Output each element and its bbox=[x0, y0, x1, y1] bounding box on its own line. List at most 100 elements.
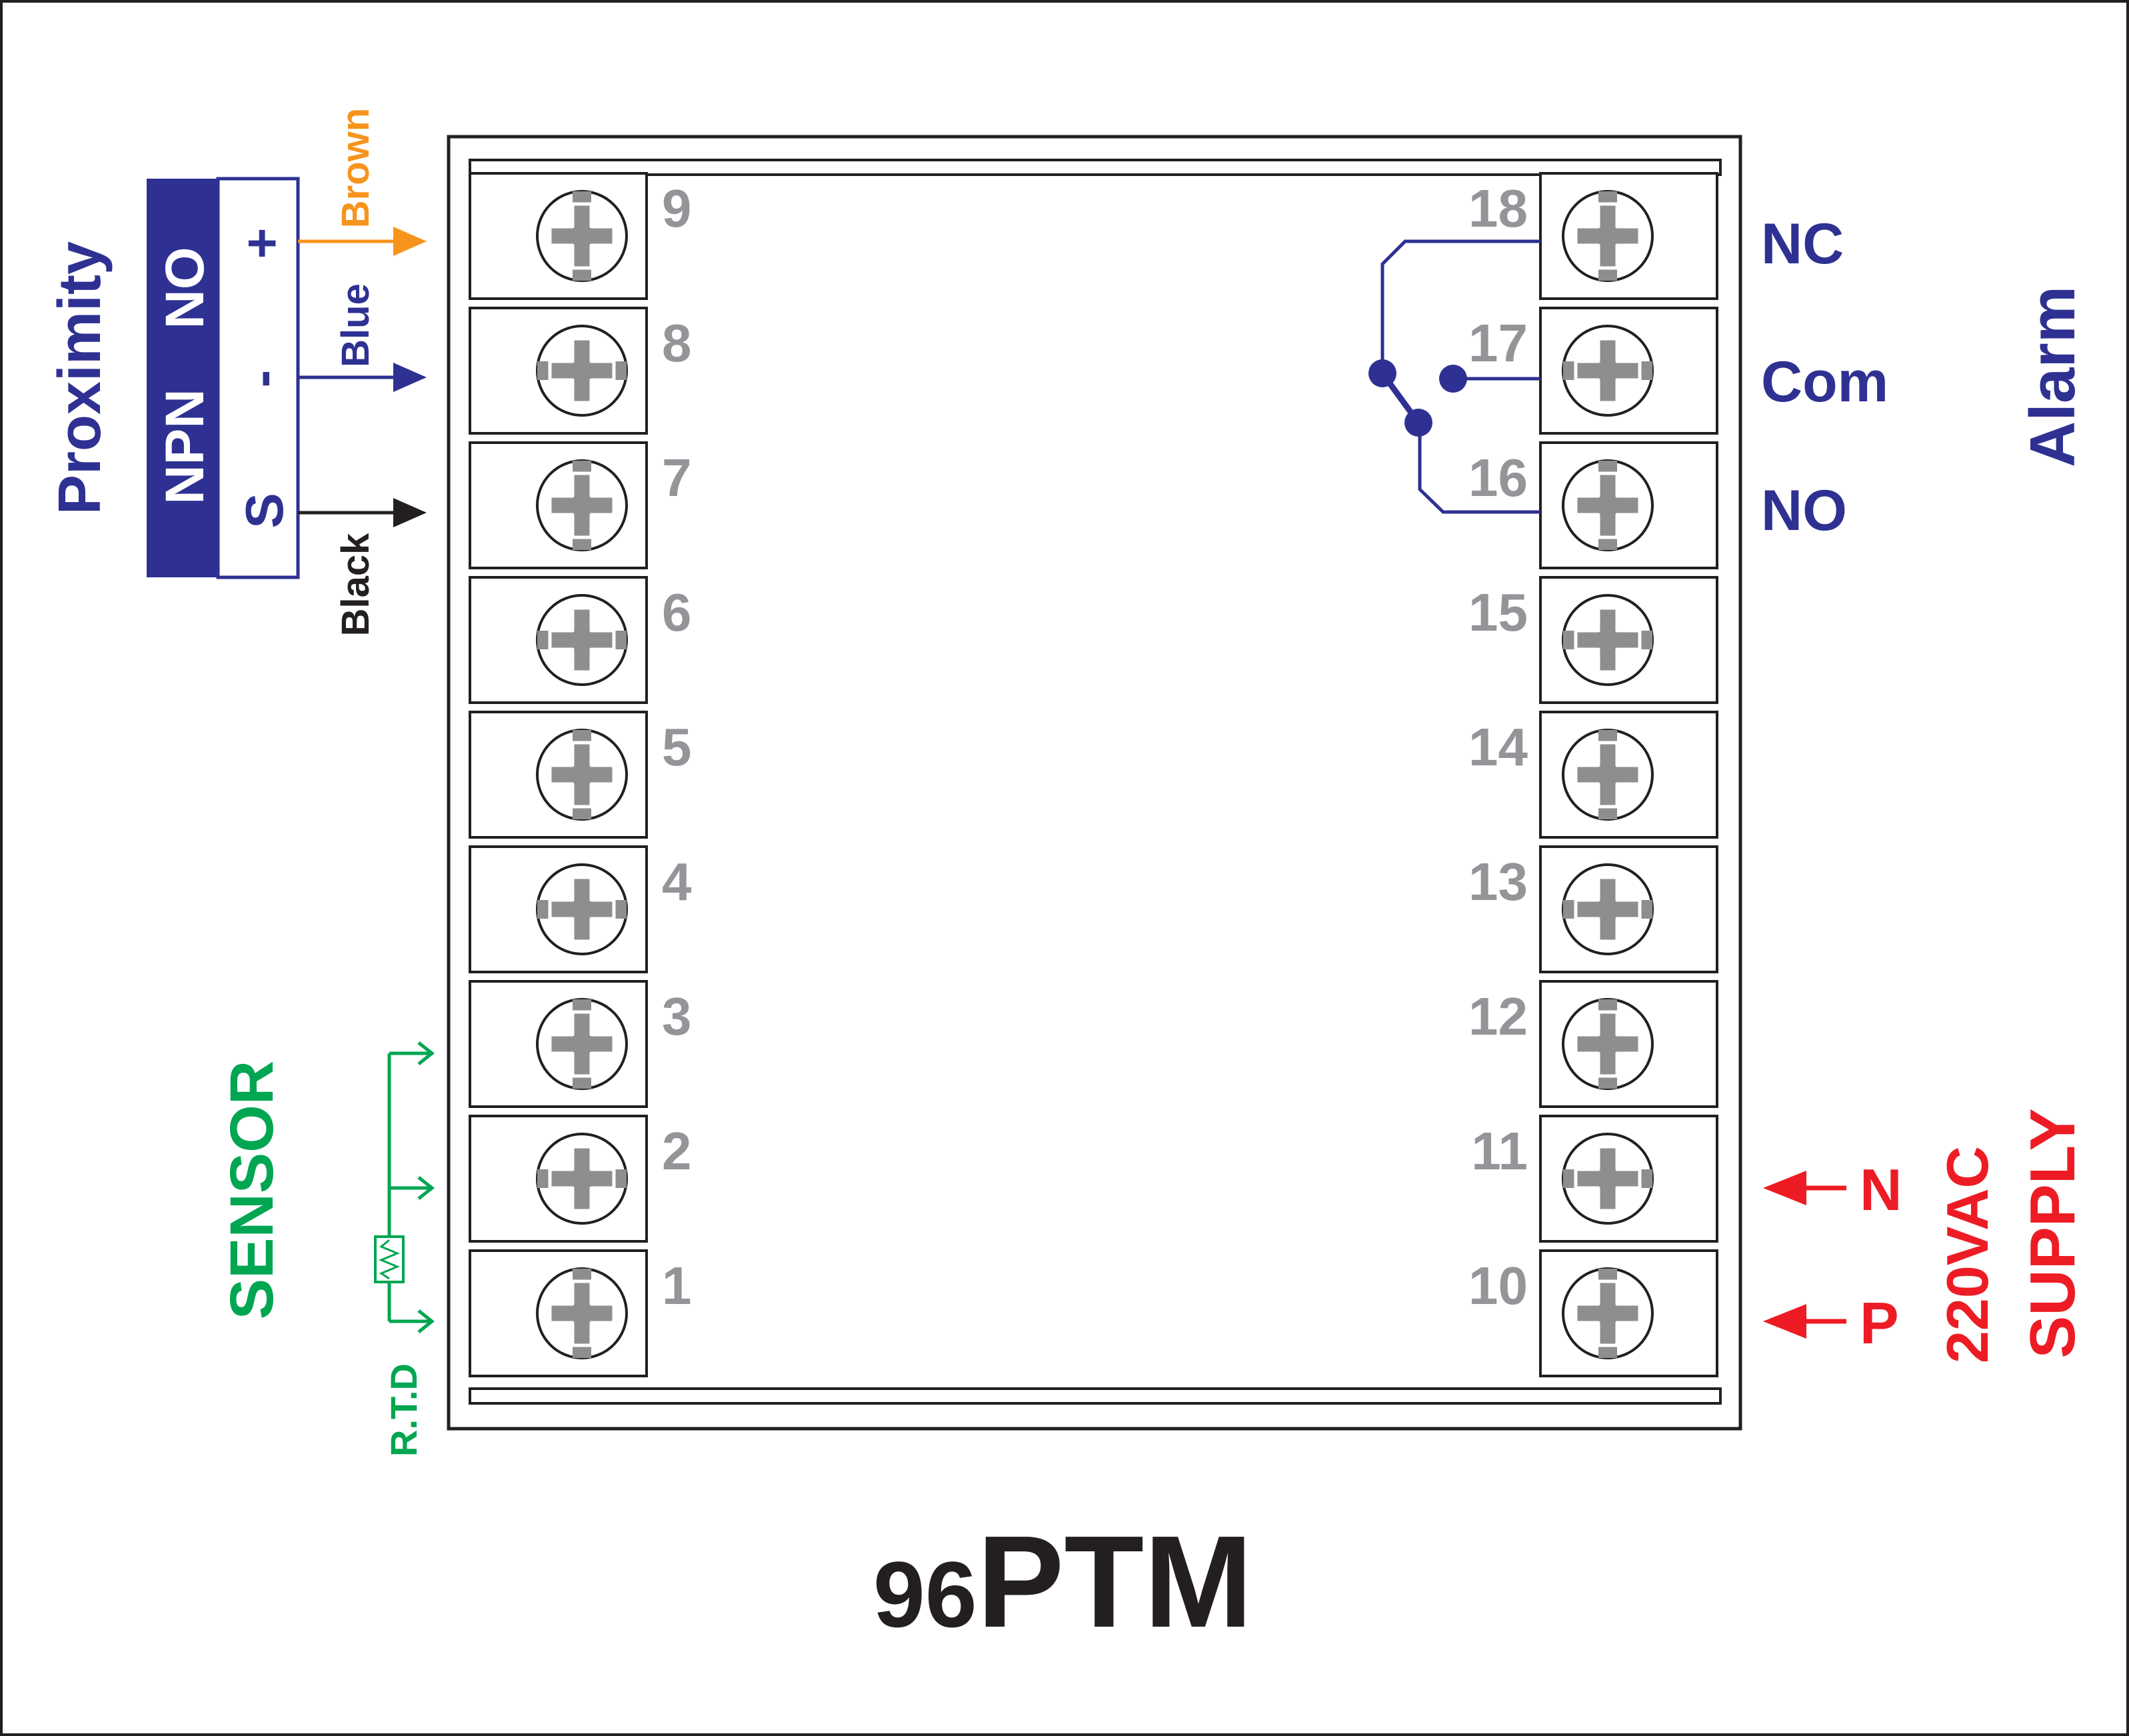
proximity-sensor: Proximity NO NPN + - S Brown Blue Black bbox=[47, 108, 427, 637]
nc-wire bbox=[1380, 239, 1540, 373]
terminal-number: 17 bbox=[1468, 313, 1528, 373]
terminal-number: 18 bbox=[1468, 179, 1528, 238]
screw-icon bbox=[1563, 999, 1652, 1089]
terminal-number: 13 bbox=[1468, 852, 1528, 911]
terminal-2: 2 bbox=[469, 1115, 692, 1243]
screw-icon bbox=[1563, 461, 1652, 550]
top-rail bbox=[469, 159, 1722, 176]
terminal-number: 5 bbox=[662, 717, 692, 777]
screw-icon bbox=[537, 191, 627, 281]
terminal-4: 4 bbox=[469, 845, 692, 973]
terminal-14: 14 bbox=[1468, 711, 1718, 839]
terminal-17: 17 bbox=[1468, 307, 1718, 435]
supply-label-p: P bbox=[1860, 1290, 1899, 1356]
supply-label-n: N bbox=[1860, 1157, 1902, 1223]
terminal-5: 5 bbox=[469, 711, 692, 839]
terminal-18: 18 bbox=[1468, 172, 1718, 300]
screw-icon bbox=[537, 461, 627, 550]
terminal-8: 8 bbox=[469, 307, 692, 435]
terminal-12: 12 bbox=[1468, 980, 1718, 1108]
sensor-title: SENSOR bbox=[218, 1061, 286, 1320]
sensor-type-label: R.T.D bbox=[383, 1363, 425, 1457]
terminal-number: 9 bbox=[662, 179, 692, 238]
proximity-type-no: NO bbox=[155, 247, 215, 329]
terminal-number: 4 bbox=[662, 852, 692, 911]
terminal-7: 7 bbox=[469, 441, 692, 569]
alarm-label-nc: NC bbox=[1761, 212, 1844, 276]
terminal-number: 10 bbox=[1468, 1256, 1528, 1315]
alarm-title: Alarm bbox=[2017, 286, 2088, 467]
terminal-number: 11 bbox=[1471, 1121, 1528, 1181]
screw-icon bbox=[1563, 1269, 1652, 1358]
terminal-number: 12 bbox=[1468, 987, 1528, 1046]
rtd-arrow-3 bbox=[417, 1041, 435, 1065]
terminal-number: 1 bbox=[662, 1256, 692, 1315]
terminal-number: 14 bbox=[1468, 717, 1528, 777]
supply-voltage: 220VAC bbox=[1934, 1146, 2000, 1363]
screw-icon bbox=[1563, 595, 1652, 685]
terminal-16: 16 bbox=[1468, 441, 1718, 569]
relay-contact-nc bbox=[1368, 359, 1396, 387]
screw-icon bbox=[1563, 326, 1652, 415]
terminal-13: 13 bbox=[1468, 845, 1718, 973]
terminal-6: 6 bbox=[469, 576, 692, 704]
alarm-relay: NC Com NO Alarm bbox=[1368, 212, 2088, 543]
screw-icon bbox=[537, 595, 627, 685]
screw-icon bbox=[1563, 865, 1652, 954]
bottom-rail bbox=[469, 1387, 1722, 1405]
proximity-pin-plus: + bbox=[232, 228, 291, 259]
screw-icon bbox=[537, 730, 627, 819]
brown-wire-arrow bbox=[393, 227, 427, 256]
supply-arrow-p bbox=[1763, 1304, 1806, 1339]
terminal-3: 3 bbox=[469, 980, 692, 1108]
model-suffix: PTM bbox=[977, 1509, 1253, 1655]
supply-arrow-n bbox=[1763, 1171, 1806, 1205]
terminal-number: 6 bbox=[662, 583, 692, 642]
terminal-number: 3 bbox=[662, 987, 692, 1046]
left-terminal-strip: 9 8 7 6 5 4 3 2 1 bbox=[469, 172, 692, 1377]
terminal-number: 15 bbox=[1468, 583, 1528, 642]
alarm-label-no: NO bbox=[1761, 479, 1847, 543]
wire-label-blue: Blue bbox=[334, 283, 377, 367]
screw-icon bbox=[537, 1134, 627, 1223]
supply-title: SUPPLY bbox=[2017, 1108, 2088, 1358]
proximity-title: Proximity bbox=[47, 241, 113, 515]
rtd-arrow-2 bbox=[417, 1176, 435, 1200]
relay-contact-no bbox=[1404, 409, 1432, 437]
screw-icon bbox=[537, 865, 627, 954]
terminal-number: 7 bbox=[662, 448, 692, 507]
screw-icon bbox=[537, 999, 627, 1089]
no-wire bbox=[1418, 427, 1540, 514]
terminal-10: 10 bbox=[1468, 1249, 1718, 1377]
rtd-arrow-1 bbox=[417, 1309, 435, 1333]
rtd-sensor: SENSOR R.T.D bbox=[218, 1041, 435, 1457]
terminal-number: 2 bbox=[662, 1121, 692, 1181]
relay-contact-com bbox=[1439, 365, 1467, 393]
black-wire-arrow bbox=[393, 498, 427, 527]
blue-wire-arrow bbox=[393, 363, 427, 392]
wire-label-black: Black bbox=[334, 533, 377, 637]
wire-label-brown: Brown bbox=[334, 108, 377, 228]
terminal-1: 1 bbox=[469, 1249, 692, 1377]
proximity-pin-minus: - bbox=[232, 370, 291, 388]
power-supply: N P 220VAC SUPPLY bbox=[1763, 1108, 2088, 1363]
proximity-type-npn: NPN bbox=[155, 389, 215, 504]
screw-icon bbox=[1563, 1134, 1652, 1223]
screw-icon bbox=[1563, 191, 1652, 281]
proximity-pin-signal: S bbox=[235, 493, 294, 528]
model-prefix: 96 bbox=[873, 1542, 977, 1647]
terminal-15: 15 bbox=[1468, 576, 1718, 704]
right-terminal-strip: 18 17 16 15 14 13 12 11 10 bbox=[1468, 172, 1718, 1377]
model-name: 96PTM bbox=[873, 1509, 1252, 1655]
screw-icon bbox=[1563, 730, 1652, 819]
proximity-type-box bbox=[147, 179, 218, 577]
screw-icon bbox=[537, 326, 627, 415]
terminal-number: 16 bbox=[1468, 448, 1528, 507]
rtd-resistor-zigzag bbox=[379, 1239, 400, 1280]
terminal-9: 9 bbox=[469, 172, 692, 300]
rtd-resistor bbox=[374, 1235, 405, 1283]
terminal-number: 8 bbox=[662, 313, 692, 373]
screw-icon bbox=[537, 1269, 627, 1358]
terminal-11: 11 bbox=[1471, 1115, 1718, 1243]
